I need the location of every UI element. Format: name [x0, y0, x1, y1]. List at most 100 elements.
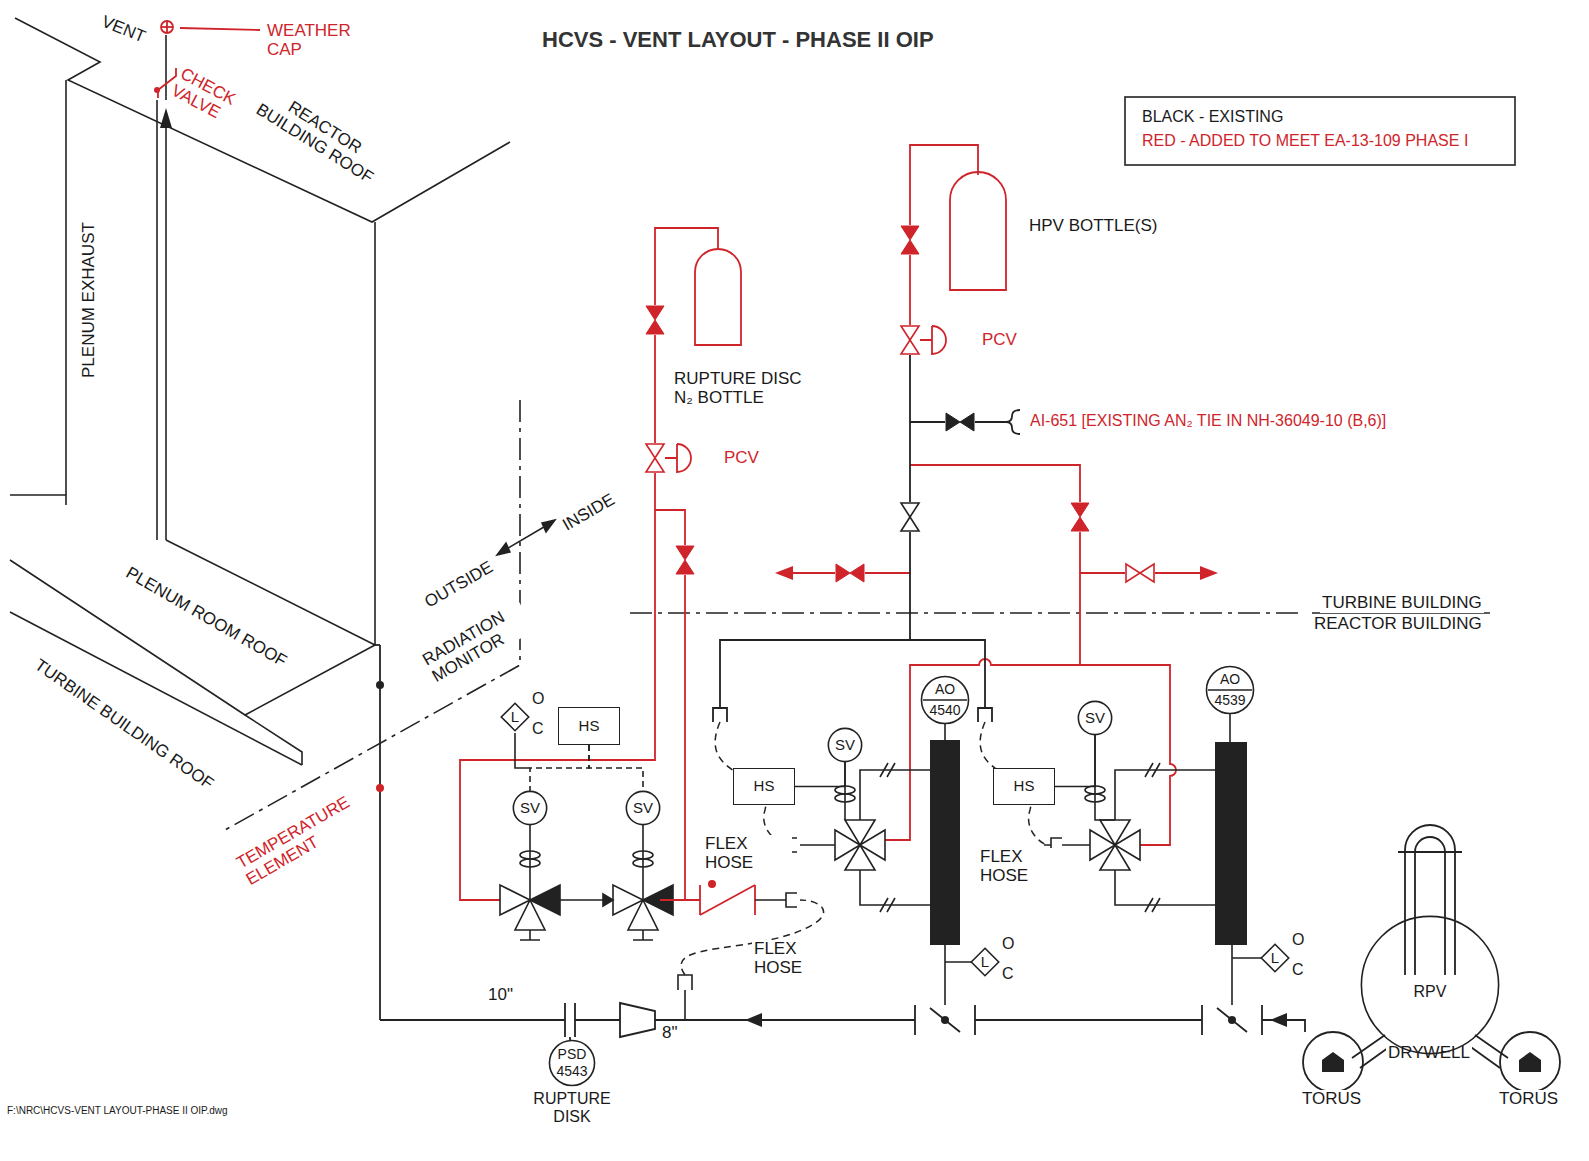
- check-valve-label-text: CHECK VALVE: [168, 65, 252, 133]
- inside-label: INSIDE: [558, 490, 620, 537]
- node-text-holder: SV: [513, 791, 547, 825]
- air-operator-circle: AO 4540: [921, 676, 969, 724]
- turbine-roof-label: TURBINE BUILDING ROOF: [29, 655, 218, 795]
- signal-connector: [589, 745, 643, 791]
- node-text: HS: [579, 718, 600, 735]
- radiation-monitor-label-text: RADIATION MONITOR: [420, 599, 534, 686]
- radiation-monitor-label: RADIATION MONITOR: [418, 598, 535, 687]
- node-text-holder: AO 4539: [1206, 666, 1254, 714]
- node-text: O: [1292, 931, 1304, 949]
- bottle-label: HPV BOTTLE(S): [1027, 217, 1159, 236]
- solenoid-valve-circle: SV: [626, 791, 660, 825]
- legend-text: RED - ADDED TO MEET EA-13-109 PHASE I: [1142, 132, 1468, 150]
- vent-label: VENT: [97, 12, 150, 48]
- flex-hose-label: FLEX HOSE: [752, 940, 841, 977]
- node-text-holder: L: [1261, 944, 1289, 972]
- node-text: RUPTURE DISK: [527, 1090, 617, 1125]
- vent-label-text: VENT: [99, 13, 148, 47]
- node-text: HS: [754, 778, 775, 795]
- pipe-size: 10": [486, 986, 515, 1005]
- temperature-element-label-text: TEMPERATURE ELEMENT: [234, 792, 365, 889]
- rpv-sphere: RPV: [1360, 915, 1500, 1055]
- node-text-holder: HS: [994, 769, 1054, 804]
- outside-label: OUTSIDE: [420, 557, 498, 613]
- node-text: 4539: [1214, 693, 1245, 708]
- node-text: SV: [1085, 710, 1105, 727]
- temperature-element-label: TEMPERATURE ELEMENT: [232, 791, 367, 890]
- pcv-label: PCV: [722, 449, 761, 468]
- turbine-roof-label-text: TURBINE BUILDING ROOF: [31, 656, 217, 794]
- bottle-label-text: RUPTURE DISC N₂ BOTTLE: [674, 370, 814, 407]
- flex-hose-label: FLEX HOSE: [703, 835, 792, 872]
- title-text: HCVS - VENT LAYOUT - PHASE II OIP: [542, 28, 934, 52]
- legend-entry: RED - ADDED TO MEET EA-13-109 PHASE I: [1140, 132, 1470, 150]
- node-text-holder: SV: [828, 728, 862, 762]
- node-text: AO: [1220, 672, 1240, 687]
- node-text: O: [532, 690, 544, 708]
- node-text: C: [1292, 961, 1304, 979]
- bottle-label: RUPTURE DISC N₂ BOTTLE: [672, 370, 816, 407]
- diagram-title: HCVS - VENT LAYOUT - PHASE II OIP: [540, 28, 936, 52]
- node-text: C: [1002, 965, 1014, 983]
- hand-switch-box: HS: [558, 707, 620, 745]
- pcv-label-text: PCV: [724, 449, 759, 468]
- node-text-holder: SV: [1078, 701, 1112, 735]
- plenum-room-roof-label: PLENUM ROOM ROOF: [121, 563, 292, 672]
- node-text: 4540: [929, 703, 960, 718]
- signal-connector: [1055, 735, 1095, 787]
- torus-label: TORUS: [1300, 1090, 1363, 1109]
- roof-label-text: REACTOR BUILDING ROOF: [244, 79, 395, 193]
- flex-hose-label-text: FLEX HOSE: [754, 940, 839, 977]
- plenum-room-roof-label-text: PLENUM ROOM ROOF: [122, 564, 289, 671]
- node-text-holder: L: [501, 703, 529, 731]
- weather-cap-label: WEATHER CAP: [265, 22, 364, 59]
- node-text: PSD: [558, 1047, 587, 1062]
- node-text-holder: SV: [626, 791, 660, 825]
- node-text: RPV: [1360, 983, 1500, 1001]
- pcv-label-text: PCV: [982, 331, 1017, 350]
- building-label-text: REACTOR BUILDING: [1314, 615, 1482, 634]
- limit-switch-diamond: LOC: [501, 703, 529, 731]
- node-text-holder: AO 4540: [921, 676, 969, 724]
- limit-switch-diamond: LOC: [971, 948, 999, 976]
- building-label: REACTOR BUILDING: [1312, 615, 1484, 634]
- solenoid-valve-circle: SV: [1078, 701, 1112, 735]
- tie-in-label-text: AI-651 [EXISTING AN₂ TIE IN NH-36049-10 …: [1030, 412, 1386, 430]
- plenum-exhaust-label: PLENUM EXHAUST: [80, 220, 99, 380]
- pipe-size-text: 8": [662, 1024, 678, 1043]
- node-text-holder: PSD 4543: [549, 1040, 595, 1086]
- node-text: L: [1271, 950, 1279, 967]
- pipe-size: 8": [660, 1024, 680, 1043]
- pcv-label: PCV: [980, 331, 1019, 350]
- legend-text: BLACK - EXISTING: [1142, 108, 1283, 126]
- node-text: 4543: [556, 1064, 587, 1079]
- node-text: SV: [520, 800, 540, 817]
- node-text: HS: [1014, 778, 1035, 795]
- rupture-disk-circle: PSD4543RUPTURE DISK: [549, 1040, 595, 1086]
- pipe-size-text: 10": [488, 986, 513, 1005]
- flex-hose-label: FLEX HOSE: [978, 848, 1067, 885]
- hand-switch-box: HS: [733, 768, 795, 805]
- node-text: L: [981, 954, 989, 971]
- file-name: F:\NRC\HCVS-VENT LAYOUT-PHASE II OIP.dwg: [5, 1105, 230, 1116]
- node-text: SV: [633, 800, 653, 817]
- solenoid-valve-circle: SV: [513, 791, 547, 825]
- node-text: O: [1002, 935, 1014, 953]
- outside-label-text: OUTSIDE: [422, 558, 497, 612]
- node-text: C: [532, 720, 544, 738]
- plenum-exhaust-label-text: PLENUM EXHAUST: [80, 222, 99, 378]
- torus-label-text: TORUS: [1499, 1090, 1558, 1109]
- inside-label-text: INSIDE: [560, 491, 618, 536]
- bottle-label-text: HPV BOTTLE(S): [1029, 217, 1157, 236]
- building-label: TURBINE BUILDING: [1320, 594, 1484, 613]
- torus-label-text: TORUS: [1302, 1090, 1361, 1109]
- node-text: L: [511, 709, 519, 726]
- legend-entry: BLACK - EXISTING: [1140, 108, 1285, 126]
- tie-in-label: AI-651 [EXISTING AN₂ TIE IN NH-36049-10 …: [1028, 412, 1388, 430]
- node-text: AO: [935, 682, 955, 697]
- roof-label: REACTOR BUILDING ROOF: [242, 78, 397, 194]
- air-operator-circle: AO 4539: [1206, 666, 1254, 714]
